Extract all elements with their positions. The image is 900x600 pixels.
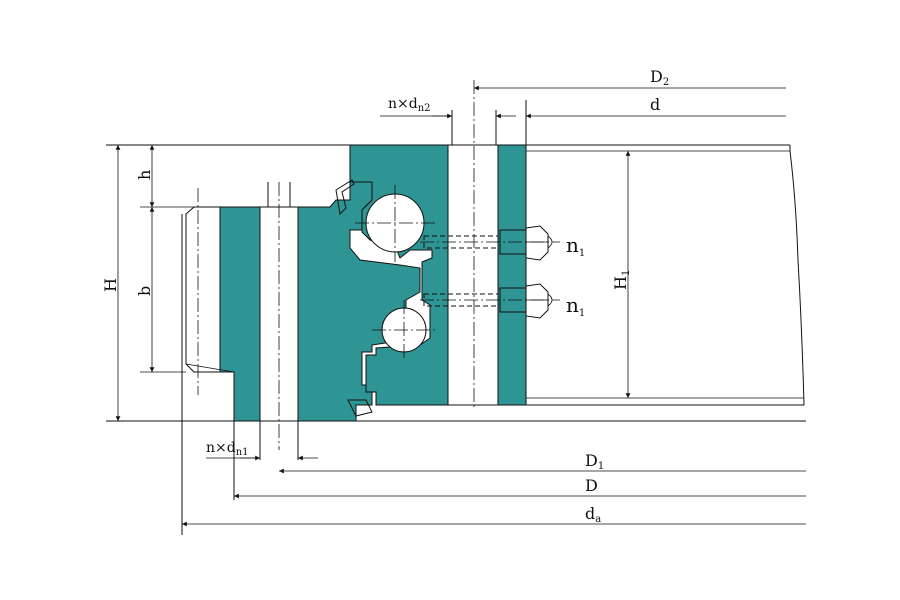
lube-fittings xyxy=(420,225,560,319)
label-b: b xyxy=(135,286,154,296)
label-d: d xyxy=(650,95,660,114)
upper-nut xyxy=(525,225,549,261)
label-h: h xyxy=(135,170,154,180)
label-n1-bottom: n1 xyxy=(566,293,585,319)
dimensions xyxy=(115,85,806,527)
seals xyxy=(335,179,373,417)
outer-ring-flange xyxy=(497,144,527,406)
label-n1-top: n1 xyxy=(566,233,585,259)
label-D1: D1 xyxy=(585,451,604,472)
inner-ring xyxy=(219,144,421,460)
lower-nut xyxy=(525,283,549,319)
label-D2: D2 xyxy=(650,67,669,88)
rolling-elements xyxy=(355,185,436,360)
outer-bolt-bore xyxy=(447,144,499,406)
labels: D2 d n×dn2 H h b H1 n1 n1 n×dn1 D1 D da xyxy=(101,67,669,525)
label-D: D xyxy=(585,476,598,495)
label-n-dn1: n×dn1 xyxy=(206,440,249,458)
label-H1: H1 xyxy=(611,270,632,290)
label-da: da xyxy=(585,504,601,525)
label-H: H xyxy=(101,278,120,292)
label-n-dn2: n×dn2 xyxy=(388,96,431,114)
